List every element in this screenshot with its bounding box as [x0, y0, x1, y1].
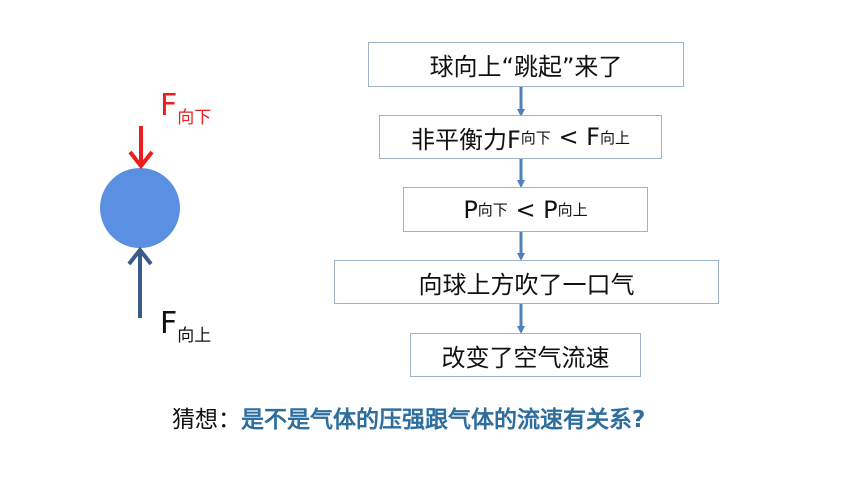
subscript: 向上	[599, 128, 630, 147]
flow-box-text: 改变了空气流速	[441, 343, 610, 372]
ball	[100, 168, 180, 248]
flow-box-1: 球向上“跳起”来了	[368, 42, 684, 87]
flow-box-text: 球向上“跳起”来了	[429, 53, 623, 81]
subscript: 向上	[557, 201, 588, 219]
up-force-arrow	[127, 246, 153, 318]
force-subscript: 向下	[177, 108, 212, 128]
down-force-label: F向下	[160, 88, 211, 128]
force-subscript: 向上	[177, 326, 212, 346]
text-part: < F	[550, 123, 600, 151]
hypothesis-label: 猜想：	[172, 407, 241, 433]
subscript: 向下	[477, 201, 508, 219]
flow-box-4: 向球上方吹了一口气	[334, 260, 719, 304]
force-symbol: F	[160, 306, 178, 341]
flow-box-text: 向球上方吹了一口气	[418, 270, 635, 299]
down-force-arrow	[128, 126, 154, 170]
subscript: 向下	[520, 128, 551, 147]
up-force-label: F向上	[160, 306, 211, 346]
text-part: 非平衡力F	[410, 125, 521, 154]
text-part: P	[463, 195, 478, 224]
hypothesis-question: 是不是气体的压强跟气体的流速有关系?	[241, 407, 646, 433]
flow-box-5: 改变了空气流速	[410, 333, 641, 377]
hypothesis: 猜想：是不是气体的压强跟气体的流速有关系?	[172, 400, 645, 434]
force-symbol: F	[160, 88, 178, 123]
text-part: < P	[507, 195, 558, 224]
